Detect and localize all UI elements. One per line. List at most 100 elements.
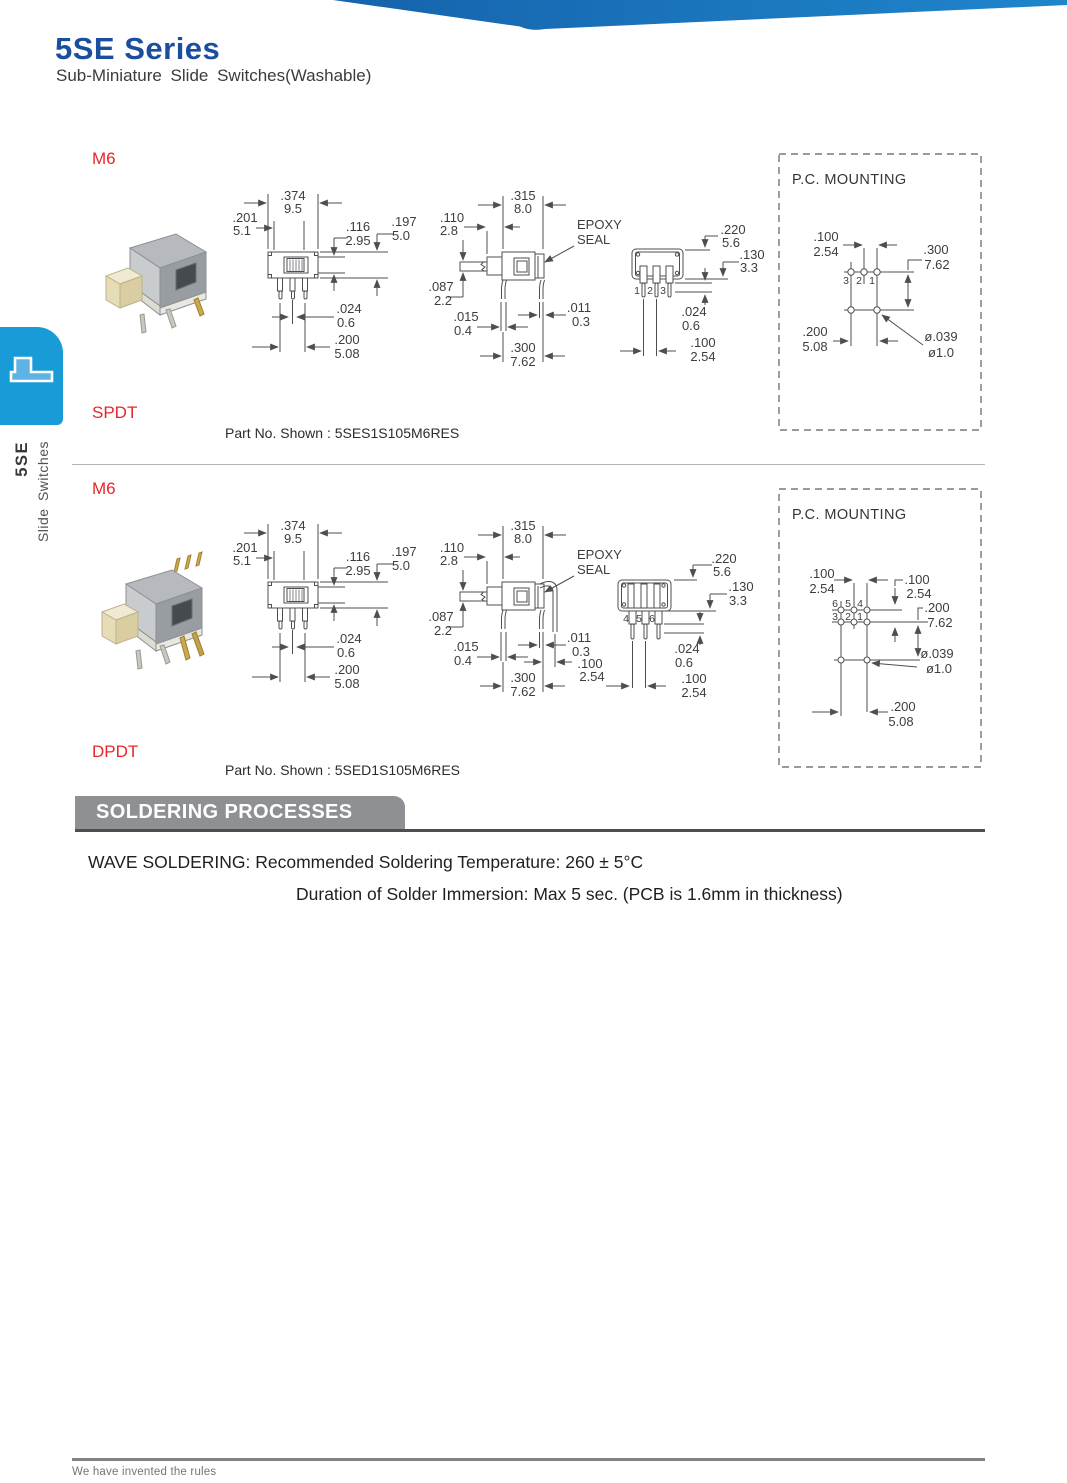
slide-switch-icon xyxy=(9,356,54,383)
dim-text: ø.039 xyxy=(924,329,957,344)
pc-mounting-border xyxy=(778,488,982,768)
dim-text: .024 xyxy=(336,301,361,316)
header-swoosh-graphic xyxy=(333,0,1067,30)
pin-number: 5 xyxy=(636,613,642,625)
dim-text: 2.54 xyxy=(813,244,838,259)
dim-text: .300 xyxy=(510,340,535,355)
pc-mounting-border xyxy=(778,153,982,431)
soldering-processes-banner: SOLDERING PROCESSES xyxy=(75,796,405,829)
pin-number: 1 xyxy=(634,285,640,297)
dim-text: .315 xyxy=(510,518,535,533)
dimension-labels: .315 8.0 .110 2.8 EPOXY SEAL .087 2.2 .0… xyxy=(428,518,622,699)
hole-numbers: 3 2 1 xyxy=(843,275,875,287)
pin-number: 2 xyxy=(647,285,653,297)
dim-text: .024 xyxy=(674,641,699,656)
dim-text: ø.039 xyxy=(920,646,953,661)
hole-number: 1 xyxy=(857,611,863,623)
dim-text: 2.54 xyxy=(809,581,834,596)
dim-text: 8.0 xyxy=(514,531,532,546)
dim-text: 0.6 xyxy=(337,315,355,330)
hole-number: 6 xyxy=(832,598,838,610)
dim-text: 0.4 xyxy=(454,323,472,338)
hole-numbers: 6 5 4 3 2 1 xyxy=(832,598,863,623)
dim-text: 5.6 xyxy=(713,564,731,579)
dim-text: 5.6 xyxy=(722,235,740,250)
dim-text: .024 xyxy=(336,631,361,646)
soldering-processes-heading: SOLDERING PROCESSES xyxy=(96,801,353,823)
dim-text: 2.8 xyxy=(440,223,458,238)
dimension-lines xyxy=(244,524,394,682)
dim-text: 3.3 xyxy=(729,593,747,608)
dim-text: 7.62 xyxy=(924,257,949,272)
variant-label-spdt: M6 xyxy=(92,149,116,168)
dim-text: .200 xyxy=(334,662,359,677)
pin-number: 3 xyxy=(660,285,666,297)
banner-underline xyxy=(75,829,985,832)
sidebar-category-label: Slide Switches xyxy=(35,441,51,543)
dim-text: 2.2 xyxy=(434,293,452,308)
hole-number: 3 xyxy=(832,611,838,623)
dim-text: 7.62 xyxy=(927,615,952,630)
dim-text: .087 xyxy=(428,609,453,624)
dim-text: .200 xyxy=(802,324,827,339)
dim-text: .374 xyxy=(280,188,305,203)
dim-text: .100 xyxy=(690,335,715,350)
dimension-labels: .100 2.54 .100 2.54 .200 7.62 ø.039 ø1.0… xyxy=(809,566,953,729)
dimension-lines xyxy=(448,526,575,692)
pin-numbers: 1 2 3 xyxy=(634,285,666,297)
dim-text: 5.0 xyxy=(392,558,410,573)
dim-text: .197 xyxy=(391,214,416,229)
dim-text: 0.3 xyxy=(572,314,590,329)
dim-text: .374 xyxy=(280,518,305,533)
pc-mounting-title: P.C. MOUNTING xyxy=(792,507,907,523)
epoxy-seal-label: SEAL xyxy=(577,232,610,247)
variant-label-dpdt: M6 xyxy=(92,479,116,498)
dim-text: 2.54 xyxy=(690,349,715,364)
sidebar-tab xyxy=(0,327,63,425)
section-divider xyxy=(72,464,985,465)
dim-text: .220 xyxy=(711,551,736,566)
switch-body xyxy=(267,581,319,630)
dim-text: 5.08 xyxy=(888,714,913,729)
dim-text: 2.8 xyxy=(440,553,458,568)
dimension-lines xyxy=(620,235,739,356)
dim-text: .300 xyxy=(510,670,535,685)
switch-body xyxy=(631,248,684,298)
dimension-labels: .220 5.6 .130 3.3 .024 0.6 .100 2.54 xyxy=(674,551,753,700)
dim-text: 0.6 xyxy=(675,655,693,670)
dim-text: .200 xyxy=(924,600,949,615)
wave-soldering-line2: Duration of Solder Immersion: Max 5 sec.… xyxy=(296,884,843,904)
dimension-lines xyxy=(606,564,727,690)
dim-text: .300 xyxy=(923,242,948,257)
dim-text: 9.5 xyxy=(284,531,302,546)
footer-rule xyxy=(72,1458,985,1461)
dim-text: .011 xyxy=(567,300,591,315)
part-number-spdt: Part No. Shown : 5SES1S105M6RES xyxy=(225,425,460,441)
switch-body xyxy=(459,581,558,632)
dim-text: 2.2 xyxy=(434,623,452,638)
page-subtitle: Sub-Miniature Slide Switches(Washable) xyxy=(56,66,372,85)
switch-photo-dpdt xyxy=(100,551,205,670)
dim-text: 7.62 xyxy=(510,684,535,699)
dimension-lines xyxy=(244,194,394,352)
epoxy-seal-label: SEAL xyxy=(577,562,610,577)
switch-body xyxy=(617,579,672,640)
dim-text: 9.5 xyxy=(284,201,302,216)
type-label-spdt: SPDT xyxy=(92,403,138,422)
hole-number: 3 xyxy=(843,275,849,287)
dpdt-side-view: .315 8.0 .110 2.8 EPOXY SEAL .087 2.2 .0… xyxy=(428,518,622,699)
dim-text: 2.54 xyxy=(681,685,706,700)
hole-number: 2 xyxy=(856,275,862,287)
dim-text: .315 xyxy=(510,188,535,203)
dim-text: 2.54 xyxy=(906,586,931,601)
dim-text: .200 xyxy=(334,332,359,347)
dim-text: .087 xyxy=(428,279,453,294)
dimension-labels: .374 9.5 .201 5.1 .116 2.95 .197 5.0 .02… xyxy=(232,518,416,691)
dpdt-front-view: .374 9.5 .201 5.1 .116 2.95 .197 5.0 .02… xyxy=(232,518,416,691)
pin-number: 6 xyxy=(649,613,655,625)
dpdt-pc-mounting: P.C. MOUNTING 6 5 4 3 2 1 .100 2.54 .100… xyxy=(778,488,982,768)
dim-text: .116 xyxy=(346,549,370,564)
dim-text: .201 xyxy=(232,210,257,225)
type-label-dpdt: DPDT xyxy=(92,742,139,761)
